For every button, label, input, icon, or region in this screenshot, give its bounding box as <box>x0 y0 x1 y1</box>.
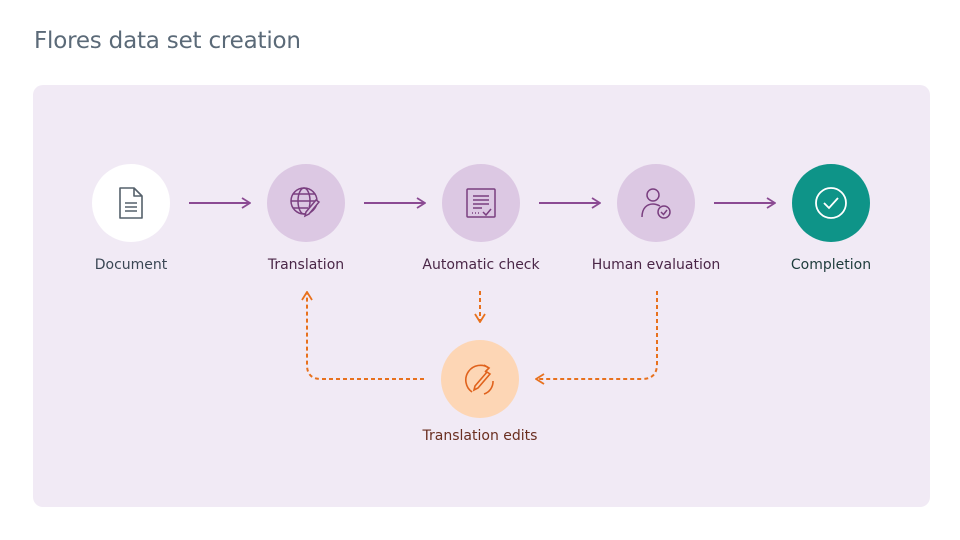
check-circle-icon <box>815 187 847 219</box>
step-human-evaluation <box>617 164 695 242</box>
step-label: Automatic check <box>422 257 540 273</box>
step-label: Human evaluation <box>591 257 721 273</box>
document-icon <box>119 187 143 219</box>
refresh-pencil-icon <box>465 364 494 395</box>
checklist-icon <box>466 188 496 218</box>
step-completion <box>792 164 870 242</box>
step-label: Completion <box>790 257 872 273</box>
step-automatic-check <box>442 164 520 242</box>
diagram-panel <box>33 85 930 507</box>
page-title: Flores data set creation <box>34 28 301 54</box>
edits-label: Translation edits <box>422 428 538 444</box>
person-check-icon <box>641 188 671 219</box>
step-label: Document <box>94 257 168 273</box>
arrow-evaluation-edits <box>536 291 658 379</box>
arrow-edits-translation <box>307 292 424 380</box>
step-translation <box>267 164 345 242</box>
step-label: Translation <box>267 257 345 273</box>
step-translation-edits <box>441 340 519 418</box>
step-document <box>92 164 170 242</box>
globe-pencil-icon <box>290 187 321 218</box>
